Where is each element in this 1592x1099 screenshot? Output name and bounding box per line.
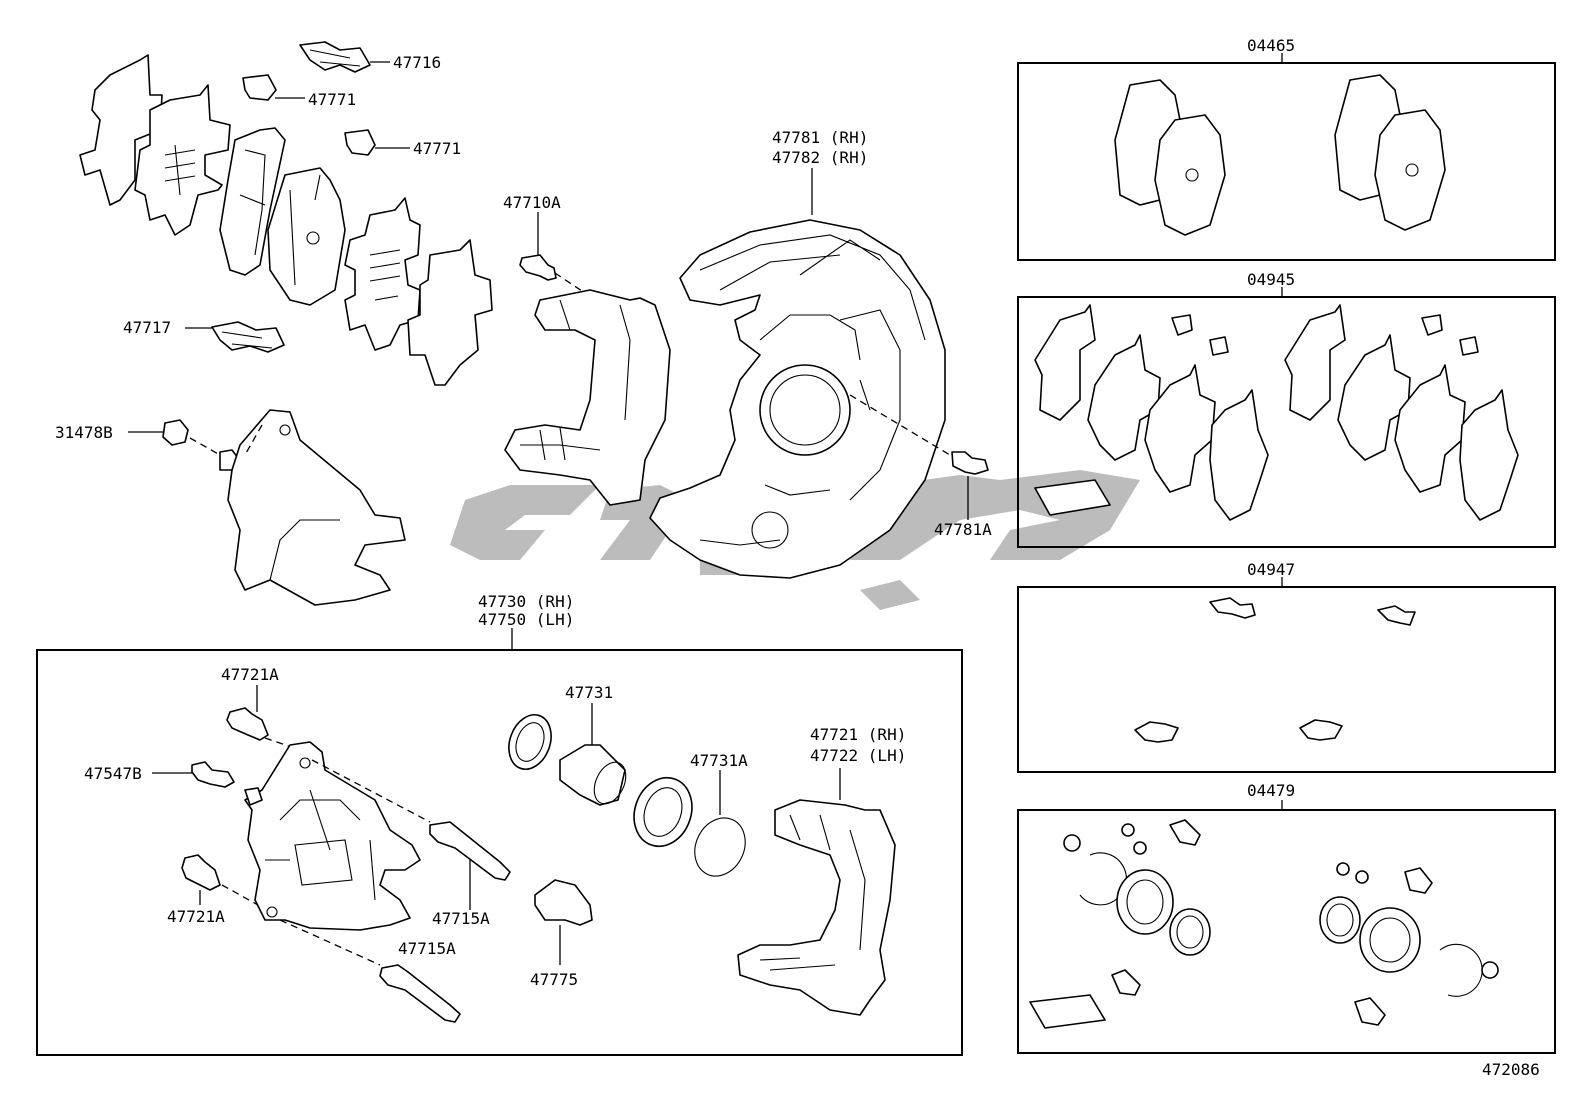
label-47730-rh: 47730 (RH): [478, 592, 574, 611]
label-47731A: 47731A: [690, 751, 748, 770]
caliper-cylinder: [128, 409, 406, 606]
label-47781-rh: 47781 (RH): [772, 128, 868, 147]
label-47750-lh: 47750 (LH): [478, 610, 574, 629]
diagram-id: 472086: [1482, 1060, 1540, 1079]
label-47715A-b: 47715A: [398, 939, 456, 958]
label-47781A: 47781A: [934, 520, 992, 539]
label-47771-b: 47771: [413, 139, 461, 158]
label-31478B: 31478B: [55, 423, 113, 442]
label-kit-04479: 04479: [1247, 781, 1295, 800]
label-47547B: 47547B: [84, 764, 142, 783]
part-labels: 47716 47771 47771 47717 31478B 47710A 47…: [55, 36, 1540, 1079]
label-47775: 47775: [530, 970, 578, 989]
disc-dust-cover: [649, 168, 989, 579]
label-47717: 47717: [123, 318, 171, 337]
kit-04947-box: [1017, 577, 1556, 773]
label-47716: 47716: [393, 53, 441, 72]
label-47782-rh: 47782 (RH): [772, 148, 868, 167]
label-47722-lh: 47722 (LH): [810, 746, 906, 765]
pad-set-exploded: [79, 41, 493, 386]
label-47721A-top: 47721A: [221, 665, 279, 684]
label-47710A: 47710A: [503, 193, 561, 212]
label-47731: 47731: [565, 683, 613, 702]
label-kit-04947: 04947: [1247, 560, 1295, 579]
label-kit-04945: 04945: [1247, 270, 1295, 289]
label-kit-04465: 04465: [1247, 36, 1295, 55]
label-47715A-a: 47715A: [432, 909, 490, 928]
kit-04465-box: [1017, 53, 1556, 261]
label-47771-a: 47771: [308, 90, 356, 109]
label-47721A-bottom: 47721A: [167, 907, 225, 926]
kit-04945-box: [1017, 287, 1556, 548]
label-47721-rh: 47721 (RH): [810, 725, 906, 744]
kit-04479-box: [1017, 800, 1556, 1054]
caliper-assembly-box: [36, 628, 963, 1056]
caliper-mounting-bracket: [504, 212, 671, 506]
